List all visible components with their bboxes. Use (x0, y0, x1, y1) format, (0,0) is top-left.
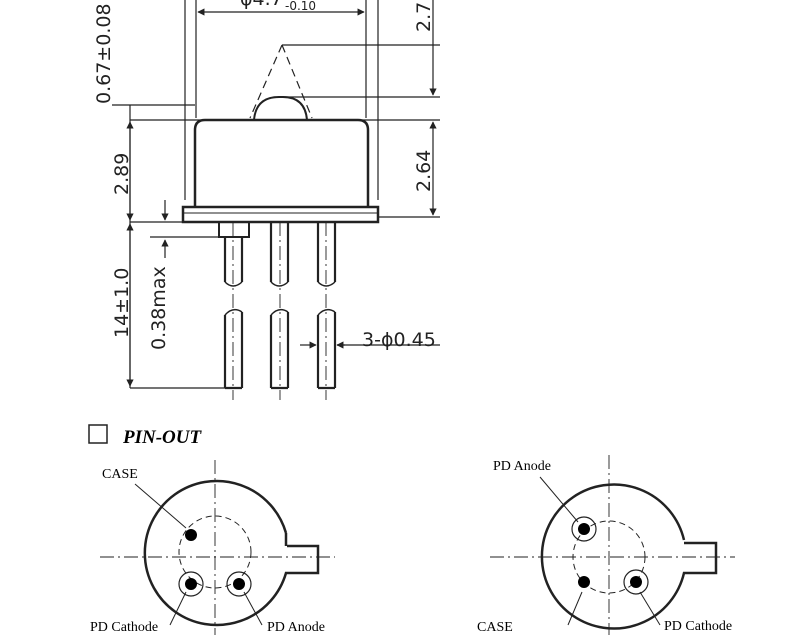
label-cathode-right: PD Cathode (664, 619, 732, 634)
dim-left-body: 2.89 (111, 153, 133, 195)
pin-cathode-left (185, 578, 197, 590)
pinout-title: PIN-OUT (122, 427, 202, 448)
pin-cathode-right (630, 576, 642, 588)
dim-top-diameter-tolerance: -0.10 (285, 0, 316, 13)
pinout-left (100, 460, 335, 635)
label-case-left: CASE (102, 467, 138, 482)
pin-anode-right (578, 523, 590, 535)
dim-top-diameter: ϕ4.7 (240, 0, 283, 10)
dim-top-right: 2.7 (413, 2, 435, 32)
dim-lens-gap: 0.67±0.08 (93, 3, 115, 104)
label-anode-right: PD Anode (493, 459, 551, 474)
pinout-checkbox[interactable] (88, 424, 108, 444)
pin-anode-left (233, 578, 245, 590)
side-view (112, 0, 440, 400)
label-case-right: CASE (477, 620, 513, 635)
dim-right-body: 2.64 (413, 150, 435, 192)
pinout-right (490, 455, 735, 635)
label-cathode-left: PD Cathode (90, 620, 158, 635)
dim-flange: 0.38max (148, 266, 170, 350)
dim-lead-diameter: 3-ϕ0.45 (362, 329, 436, 351)
pin-case-left (185, 529, 197, 541)
pin-case-right (578, 576, 590, 588)
dim-lead-length: 14±1.0 (111, 268, 133, 338)
label-anode-left: PD Anode (267, 620, 325, 635)
